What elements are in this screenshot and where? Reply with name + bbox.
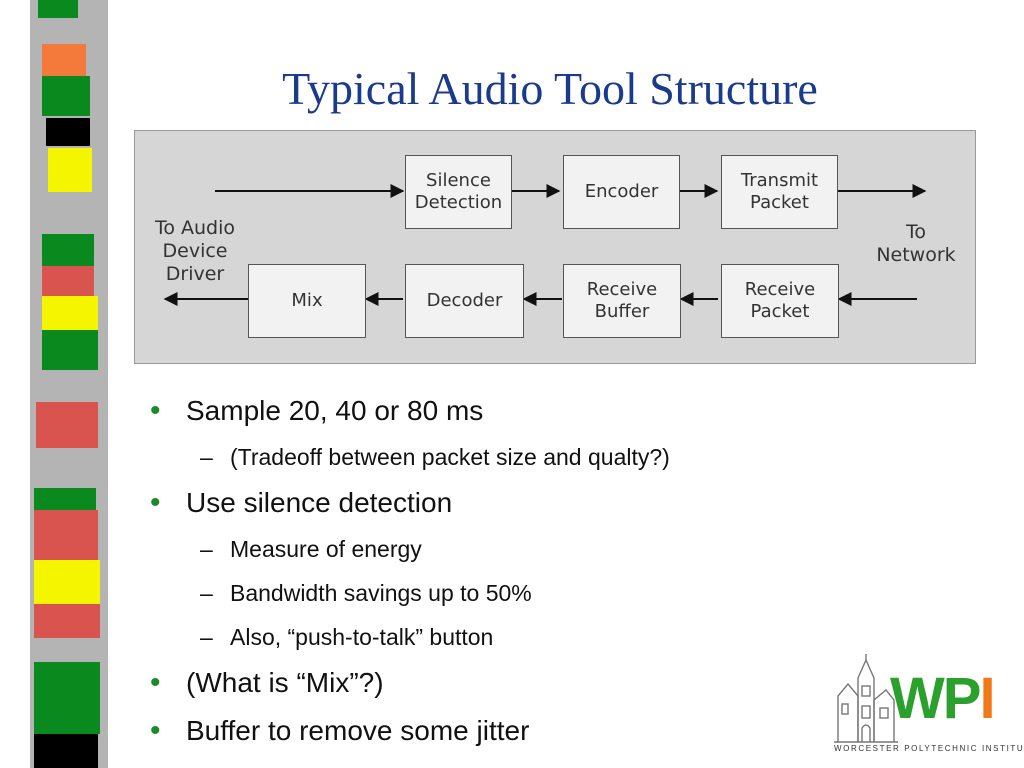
decorative-stripe [30, 0, 108, 768]
bullet-item: • Buffer to remove some jitter [150, 710, 800, 758]
decoder-box: Decoder [405, 264, 524, 338]
bullet-icon: • [150, 666, 161, 699]
sub-bullet-text: Measure of energy [230, 536, 422, 562]
audio-tool-diagram: Silence Detection Encoder Transmit Packe… [134, 130, 976, 364]
bullet-item: • (What is “Mix”?) [150, 662, 800, 710]
stripe-block [42, 76, 90, 116]
bullet-icon: • [150, 486, 161, 519]
diagram-arrows [163, 184, 927, 306]
bullet-item: • Use silence detection [150, 482, 800, 530]
mix-box: Mix [248, 264, 366, 338]
stripe-block [36, 402, 98, 448]
stripe-block [34, 662, 100, 734]
stripe-block [42, 234, 94, 266]
logo-letter-p: P [942, 666, 982, 731]
stripe-block [42, 44, 86, 76]
bullet-icon: • [150, 394, 161, 427]
transmit-packet-box: Transmit Packet [721, 155, 838, 229]
stripe-block [42, 296, 98, 330]
stripe-block [34, 560, 100, 604]
sub-bullet-text: Also, “push-to-talk” button [230, 624, 494, 650]
stripe-block [42, 330, 98, 370]
bullet-text: Sample 20, 40 or 80 ms [186, 395, 484, 426]
logo-letter-i: I [979, 666, 995, 731]
bullet-text: (What is “Mix”?) [186, 667, 384, 698]
stripe-block [42, 266, 94, 296]
sub-bullet-item: – (Tradeoff between packet size and qual… [150, 438, 800, 482]
sub-bullet-text: (Tradeoff between packet size and qualty… [230, 444, 670, 470]
sub-bullet-item: – Bandwidth savings up to 50% [150, 574, 800, 618]
dash-icon: – [200, 444, 213, 470]
logo-letter-w: W [890, 666, 945, 731]
encoder-box: Encoder [563, 155, 680, 229]
receive-packet-box: Receive Packet [721, 264, 839, 338]
sub-bullet-item: – Measure of energy [150, 530, 800, 574]
stripe-block [46, 118, 90, 146]
silence-detection-box: Silence Detection [405, 155, 512, 229]
sub-bullet-item: – Also, “push-to-talk” button [150, 618, 800, 662]
stripe-block [34, 604, 100, 638]
stripe-block [34, 734, 98, 768]
bullet-text: Buffer to remove some jitter [186, 715, 530, 746]
to-audio-label: To Audio Device Driver [154, 217, 236, 285]
stripe-block [34, 510, 98, 560]
receive-buffer-box: Receive Buffer [563, 264, 681, 338]
dash-icon: – [200, 536, 213, 562]
dash-icon: – [200, 580, 213, 606]
stripe-block [38, 0, 78, 18]
institute-name: WORCESTER POLYTECHNIC INSTITUTE [834, 744, 1024, 753]
building-icon [834, 654, 898, 743]
bullet-text: Use silence detection [186, 487, 453, 518]
wpi-logo: WPI WORCESTER POLYTECHNIC INSTITUTE [834, 652, 1024, 760]
bullet-item: • Sample 20, 40 or 80 ms [150, 390, 800, 438]
bullet-list: • Sample 20, 40 or 80 ms – (Tradeoff bet… [150, 390, 800, 758]
bullet-icon: • [150, 714, 161, 747]
stripe-block [34, 488, 96, 510]
slide-title: Typical Audio Tool Structure [282, 63, 818, 114]
to-network-label: To Network [876, 221, 956, 266]
stripe-block [48, 148, 92, 192]
dash-icon: – [200, 624, 213, 650]
sub-bullet-text: Bandwidth savings up to 50% [230, 580, 532, 606]
wpi-wordmark: WPI [890, 670, 996, 728]
